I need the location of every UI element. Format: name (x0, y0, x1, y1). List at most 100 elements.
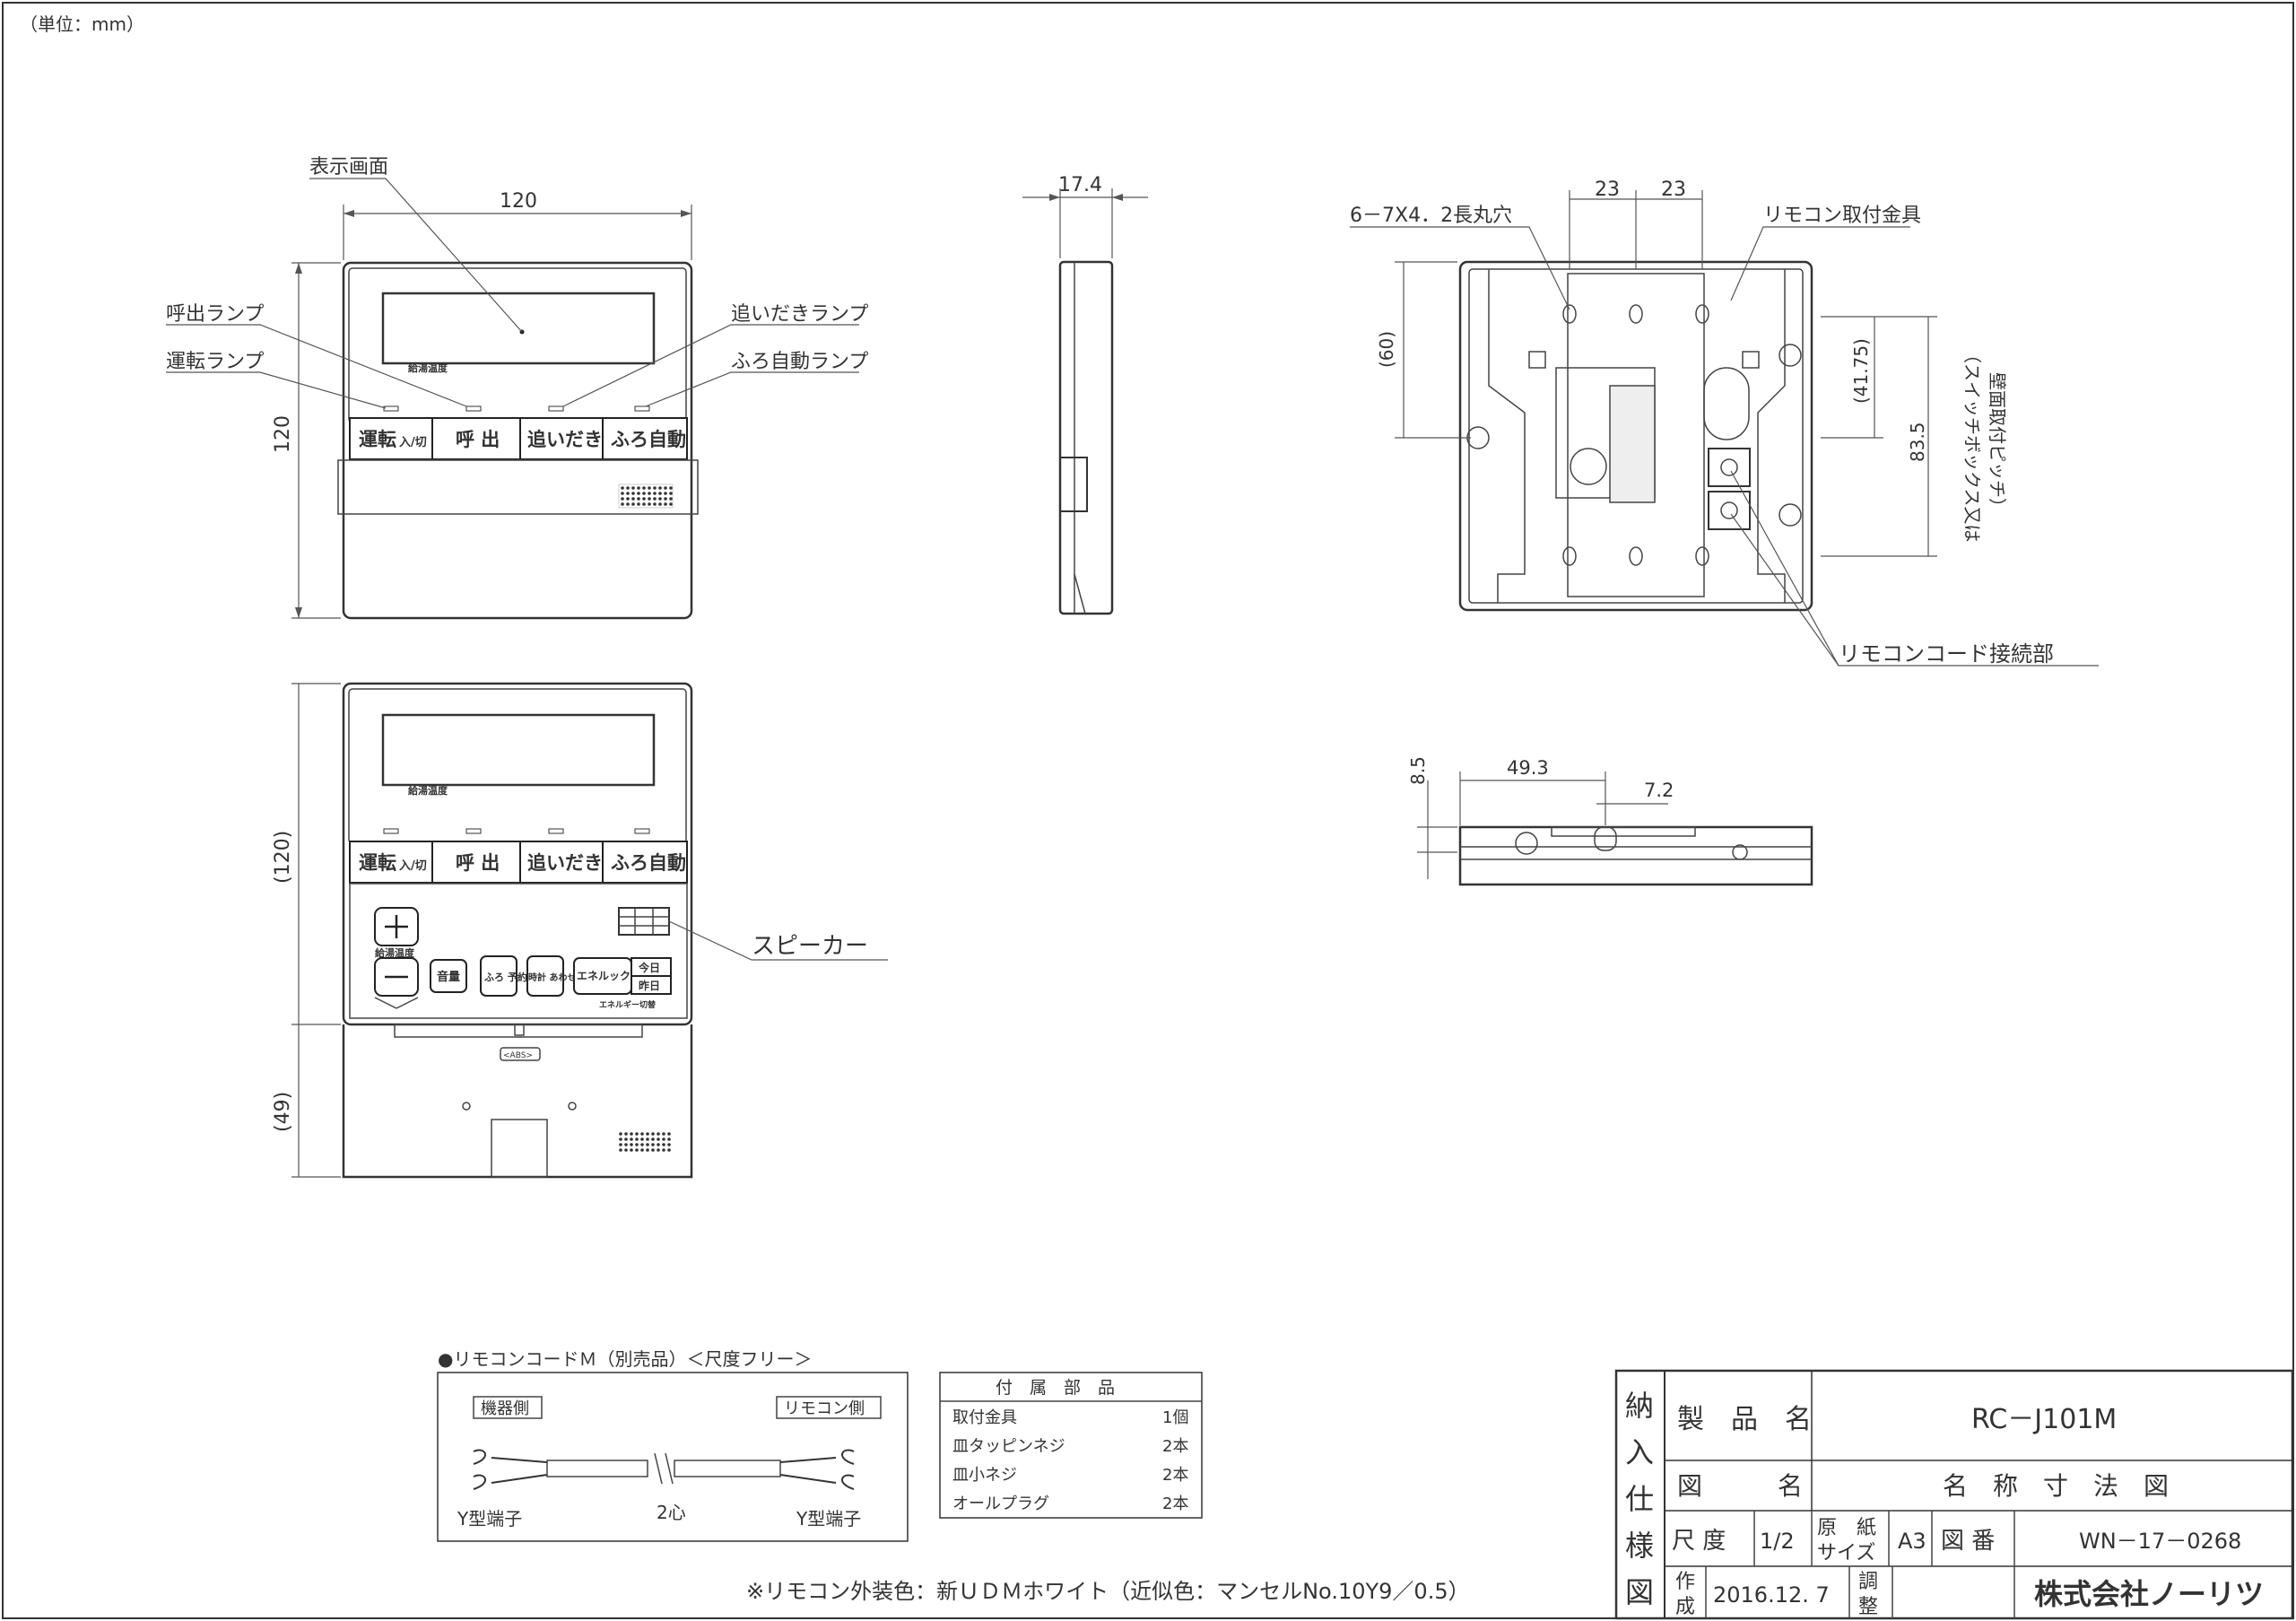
call-button-frame (431, 417, 521, 460)
open-power-sub: 入/切 (399, 859, 427, 873)
pitch-label-line2: 壁面取付ピッチ） (1987, 372, 2008, 516)
front-width-dim: 120 (500, 190, 537, 213)
vertical-char: 入 (1625, 1435, 1654, 1469)
terminal-lower (1708, 491, 1751, 530)
made-value: 2016.12. 7 (1713, 1582, 1830, 1608)
hole-label: 6－7X4．2長丸穴 (1350, 205, 1512, 227)
side-view: 17.4 (1022, 174, 1148, 615)
vertical-char: 仕 (1625, 1482, 1654, 1516)
bottom-view: 49.3 7.2 8.5 (1407, 756, 1813, 886)
open-height-dim: (120) (272, 831, 294, 884)
back-h835-dim: 83.5 (1907, 422, 1928, 462)
bottom-d85-dim: 8.5 (1407, 756, 1429, 785)
vertical-char: 納 (1625, 1389, 1654, 1423)
unit-note: （単位：mm） (20, 13, 144, 35)
front-call-button[interactable]: 呼 出 (456, 429, 500, 450)
enelook-button[interactable]: エネルック (577, 970, 631, 982)
open-speaker (618, 907, 670, 936)
product-value: RC－J101M (1971, 1404, 2117, 1435)
back-h4175-dim: (41.75) (1850, 338, 1872, 404)
back-bracket (1567, 273, 1705, 597)
front-view: 給湯温度 運転 入/切 呼 出 追いだき ふろ自動 120 (166, 156, 868, 620)
reheat-lamp-label: 追いだきランプ (731, 303, 868, 326)
side-body (1058, 260, 1114, 615)
call-lamp (465, 405, 482, 412)
bottom-d493-dim: 49.3 (1507, 757, 1549, 779)
scale-label: 尺 度 (1672, 1528, 1726, 1555)
reheat-lamp (548, 405, 564, 412)
check-label: 調 (1858, 1571, 1878, 1593)
bracket-label: リモコン取付金具 (1763, 205, 1921, 227)
auto-lamp-label: ふろ自動ランプ (731, 351, 868, 373)
accessory-qty: 2本 (1162, 1466, 1188, 1485)
back-view: 23 23 (60) (41.75) 83.5 （スイッチボックス又は 壁面取付… (1350, 179, 2099, 667)
terminal-right-label: Y型端子 (796, 1508, 861, 1529)
terminal-upper (1708, 448, 1751, 487)
drawing-value: 名 称 寸 法 図 (1943, 1471, 2169, 1501)
yesterday-button[interactable]: 昨日 (639, 979, 660, 992)
paper-value: A3 (1898, 1529, 1926, 1554)
clock-set-button[interactable]: 時計 あわせ (528, 972, 576, 983)
front-top-panel (348, 267, 687, 423)
front-display-screen (381, 292, 656, 365)
open-run-button[interactable]: 運転 (359, 852, 396, 874)
product-label: 製 品 名 (1677, 1404, 1812, 1435)
open-view: 給湯温度 運転 入/切 呼 出 追いだき ふろ自動 給湯温度 音量 ふろ 予約 … (272, 682, 888, 1179)
energy-caption: エネルギー切替 (599, 999, 657, 1010)
accessory-qty: 2本 (1162, 1495, 1188, 1513)
accessory-qty: 1個 (1162, 1408, 1188, 1427)
cover-speaker-grille (619, 1132, 671, 1152)
remote-side-label: リモコン側 (784, 1399, 865, 1418)
device-side-label: 機器側 (481, 1399, 529, 1418)
cord-left-segment (546, 1460, 648, 1477)
terminal-left-label: Y型端子 (457, 1508, 522, 1529)
bottom-d72-dim: 7.2 (1644, 780, 1674, 801)
made-label: 成 (1675, 1596, 1695, 1618)
pitch-label-line1: （スイッチボックス又は (1961, 345, 1983, 542)
front-auto-button[interactable]: ふろ自動 (611, 429, 686, 450)
open-cover-dim: (49) (272, 1092, 294, 1132)
side-cover-edge (1059, 457, 1088, 512)
front-body (342, 261, 693, 620)
bath-timer-button[interactable]: ふろ 予約 (484, 971, 527, 983)
hinge-mark: <ABS> (503, 1051, 533, 1060)
cord-box (437, 1372, 909, 1542)
front-screen-caption: 給湯温度 (408, 362, 448, 374)
open-screen-caption: 給湯温度 (408, 784, 448, 797)
accessory-qty: 2本 (1162, 1437, 1188, 1456)
cord-right-segment (674, 1460, 781, 1477)
drawing-label: 図 名 (1677, 1471, 1803, 1501)
open-display-screen (381, 713, 656, 787)
cord-title: ●リモコンコードＭ（別売品）＜尺度フリー＞ (438, 1348, 812, 1370)
cord-section: ●リモコンコードＭ（別売品）＜尺度フリー＞ 機器側 リモコン側 Y型端子 2心 … (437, 1348, 909, 1542)
pitch-left-dim: 23 (1595, 179, 1620, 201)
accessories-header: 付 属 部 品 (996, 1378, 1115, 1398)
core-label: 2心 (657, 1502, 686, 1523)
auto-lamp (634, 405, 650, 412)
title-block: 納 入 仕 様 図 製 品 名 RC－J101M 図 名 名 称 寸 法 図 尺… (1614, 1369, 2294, 1620)
run-button-frame (349, 417, 433, 460)
open-auto-button[interactable]: ふろ自動 (611, 852, 686, 874)
accessories-table: 付 属 部 品 取付金具 1個 皿タッピンネジ 2本 皿小ネジ 2本 オールプラ… (939, 1372, 1203, 1519)
number-label: 図 番 (1941, 1528, 1995, 1555)
accessory-name: オールプラグ (952, 1495, 1049, 1513)
today-button[interactable]: 今日 (638, 961, 660, 974)
cord-connection-label: リモコンコード接続部 (1839, 641, 2054, 667)
front-run-button[interactable]: 運転 (359, 429, 396, 450)
front-speaker-grille (618, 484, 674, 509)
volume-button[interactable]: 音量 (437, 970, 460, 984)
display-label: 表示画面 (309, 156, 388, 179)
accessory-name: 皿タッピンネジ (952, 1437, 1065, 1456)
open-call-button[interactable]: 呼 出 (456, 852, 500, 874)
color-note: ※リモコン外装色：新ＵＤＭホワイト（近似色：マンセルNo.10Y9／0.5） (746, 1579, 1470, 1604)
made-label: 作 (1675, 1571, 1695, 1593)
vertical-char: 図 (1625, 1575, 1654, 1609)
run-lamp-label: 運転ランプ (166, 351, 264, 373)
run-lamp (383, 405, 399, 412)
pitch-right-dim: 23 (1661, 179, 1686, 201)
front-reheat-button[interactable]: 追いだき (527, 429, 603, 450)
paper-label: 原 紙 (1817, 1517, 1876, 1539)
open-reheat-button[interactable]: 追いだき (527, 852, 603, 874)
